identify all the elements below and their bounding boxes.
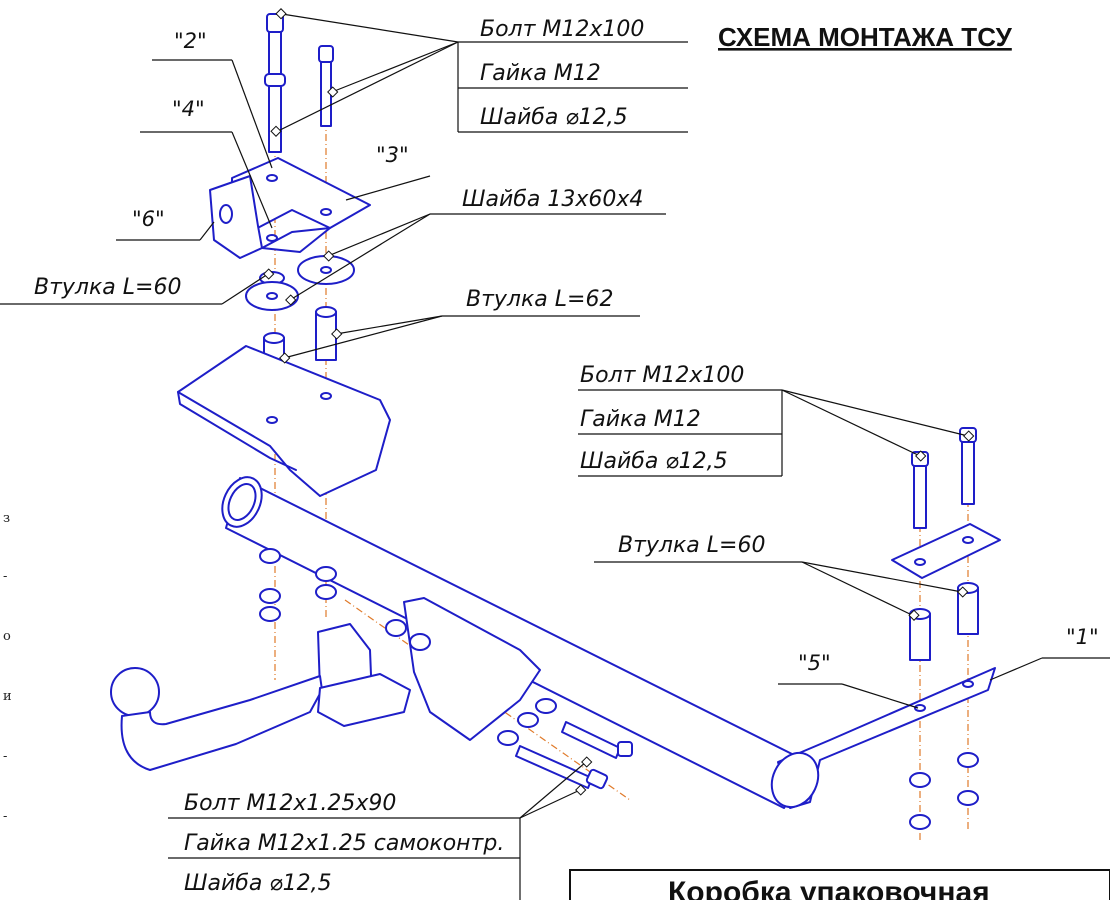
label-bolt-m12x100-right: Болт М12х100 <box>580 363 744 388</box>
side-fragment: и <box>3 689 12 704</box>
leader-lines <box>0 13 1110 900</box>
part-tag-4: "4" <box>172 97 205 121</box>
label-washer-12-5-top: Шайба ⌀12,5 <box>480 105 628 130</box>
label-sleeve-l60-left: Втулка L=60 <box>34 275 181 300</box>
part-tag-3: "3" <box>376 143 409 167</box>
leader-markers <box>263 8 975 796</box>
upper-bracket <box>209 157 371 259</box>
part-tags: "2" "4" "3" "6" "5" "1" <box>132 29 1099 675</box>
label-nut-m12-right: Гайка М12 <box>580 407 701 432</box>
callout-texts: Болт М12х100 Гайка М12 Шайба ⌀12,5 Шайба… <box>34 17 990 900</box>
tow-ball-arm <box>110 667 411 771</box>
right-bolts <box>891 427 1001 830</box>
label-nut-self-locking: Гайка М12х1.25 самоконтр. <box>184 831 504 856</box>
side-fragment: - <box>3 569 7 584</box>
label-washer-13x60x4: Шайба 13х60х4 <box>462 187 643 212</box>
side-fragments: з - о и - - <box>3 511 12 824</box>
lower-left-nuts <box>259 548 337 622</box>
side-fragment: о <box>3 629 11 644</box>
label-nut-m12-top: Гайка М12 <box>480 61 601 86</box>
label-washer-12-5-right: Шайба ⌀12,5 <box>580 449 728 474</box>
label-bolt-m12x1-25x90: Болт М12х1.25х90 <box>184 791 396 816</box>
part-tag-6: "6" <box>132 207 165 231</box>
part-tag-5: "5" <box>798 651 831 675</box>
side-fragment: - <box>3 749 7 764</box>
crossbar-tube <box>221 476 996 809</box>
part-tag-1: "1" <box>1066 625 1099 649</box>
diagram-title: СХЕМА МОНТАЖА ТСУ <box>718 22 1013 52</box>
label-sleeve-l60-right: Втулка L=60 <box>618 533 765 558</box>
part-tag-2: "2" <box>174 29 207 53</box>
left-top-bolts <box>264 13 334 153</box>
label-sleeve-l62: Втулка L=62 <box>466 287 613 312</box>
label-washer-12-5-bottom: Шайба ⌀12,5 <box>184 871 332 896</box>
side-fragment: з <box>3 511 10 526</box>
left-mount-plate <box>177 345 391 497</box>
lower-bolt <box>515 721 633 790</box>
side-fragment: - <box>3 809 7 824</box>
label-bolt-m12x100-top: Болт М12х100 <box>480 17 644 42</box>
package-box-label: Коробка упаковочная <box>668 876 990 900</box>
